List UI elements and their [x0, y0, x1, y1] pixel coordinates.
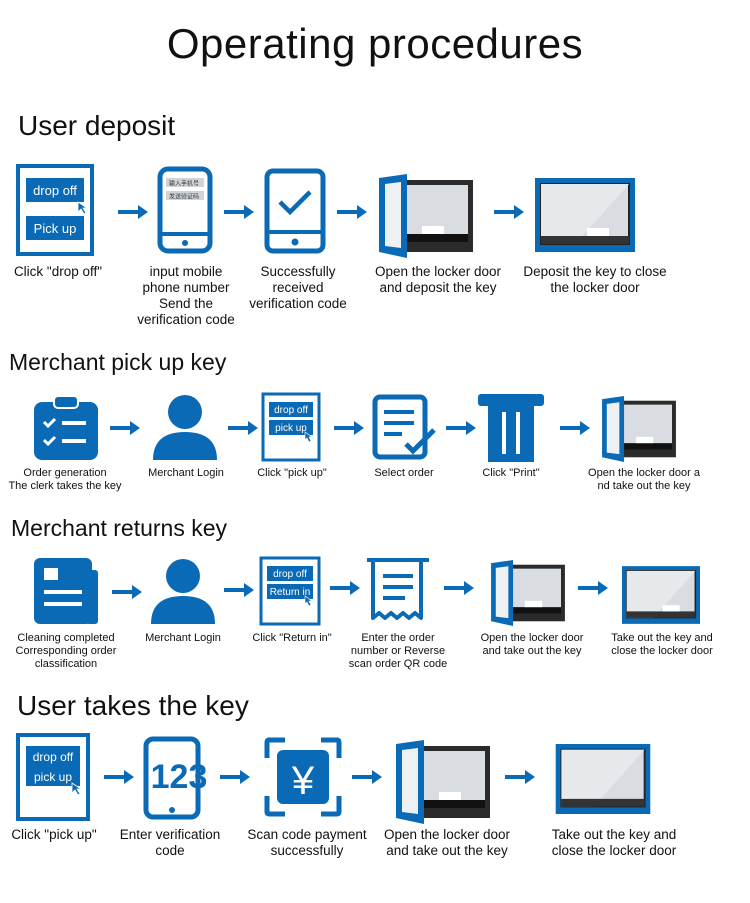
yuan-symbol: ¥: [291, 759, 315, 803]
kiosk-drop-off-pick-up-icon: drop off Pick up: [16, 164, 94, 256]
step-caption: Merchant Login: [140, 467, 232, 480]
document-check-icon: [372, 394, 438, 460]
section-title-user-deposit: User deposit: [18, 110, 175, 142]
kiosk-button-label: drop off: [33, 183, 77, 198]
open-locker-icon: [488, 560, 568, 626]
step-caption: Click "pick up": [0, 827, 108, 843]
tablet-checkmark-icon: [264, 168, 326, 254]
phone-123-icon: 123: [143, 736, 211, 820]
arrow-right-icon: [330, 581, 360, 595]
arrow-right-icon: [578, 581, 608, 595]
step-caption: Merchant Login: [137, 632, 229, 645]
arrow-right-icon: [444, 581, 474, 595]
arrow-right-icon: [352, 770, 382, 784]
kiosk-drop-off-pick-up-icon: drop off pick up: [16, 733, 90, 821]
scan-yuan-icon: ¥: [263, 736, 343, 818]
user-icon: [151, 394, 219, 462]
step-caption: Click "Print": [462, 467, 560, 480]
step-caption: Click "pick up": [242, 467, 342, 480]
arrow-right-icon: [112, 585, 142, 599]
kiosk-drop-off-return-in-icon: drop off Return in: [259, 556, 321, 626]
step-caption: input mobile phone number Send the verif…: [125, 264, 247, 328]
kiosk-button-label: Pick up: [34, 221, 77, 236]
open-locker-icon: [394, 740, 492, 824]
kiosk-button-label: drop off: [33, 750, 74, 764]
receipt-icon: [365, 558, 431, 626]
closed-locker-icon: [535, 178, 635, 252]
step-caption: Open the locker door and deposit the key: [363, 264, 513, 296]
arrow-right-icon: [494, 205, 524, 219]
kiosk-button-label: drop off: [274, 405, 308, 416]
clipboard-checklist-icon: [32, 394, 100, 462]
mobile-phone-form-icon: 输入手机号 发送验证码: [157, 166, 213, 254]
arrow-right-icon: [224, 205, 254, 219]
step-caption: Click "drop off": [0, 264, 116, 280]
open-locker-icon: [599, 396, 679, 462]
step-caption: Click "Return in": [240, 632, 344, 645]
arrow-right-icon: [337, 205, 367, 219]
phone-field-label: 发送验证码: [169, 193, 199, 201]
arrow-right-icon: [560, 421, 590, 435]
arrow-right-icon: [505, 770, 535, 784]
kiosk-drop-off-pick-up-icon: drop off pick up: [261, 392, 321, 462]
kiosk-button-label: pick up: [34, 770, 72, 784]
step-caption: Cleaning completed Corresponding order c…: [6, 632, 126, 671]
arrow-right-icon: [224, 583, 254, 597]
section-title-merchant-pick-up: Merchant pick up key: [9, 349, 226, 376]
step-caption: Scan code payment successfully: [240, 827, 374, 859]
step-caption: Deposit the key to close the locker door: [510, 264, 680, 296]
arrow-right-icon: [118, 205, 148, 219]
kiosk-button-label: pick up: [275, 423, 307, 434]
kiosk-button-label: Return in: [270, 587, 311, 598]
page-title: Operating procedures: [0, 20, 750, 68]
step-caption: Enter the order number or Reverse scan o…: [346, 632, 450, 671]
step-caption: Take out the key and close the locker do…: [600, 632, 724, 658]
step-caption: Select order: [358, 467, 450, 480]
kiosk-button-label: drop off: [273, 569, 307, 580]
step-caption: Order generation The clerk takes the key: [0, 467, 130, 493]
printer-receipt-icon: [476, 392, 546, 464]
step-caption: Enter verification code: [108, 827, 232, 859]
arrow-right-icon: [446, 421, 476, 435]
step-caption: Open the locker door and take out the ke…: [374, 827, 520, 859]
section-title-user-takes-key: User takes the key: [17, 690, 249, 722]
open-locker-icon: [377, 174, 475, 258]
arrow-right-icon: [220, 770, 250, 784]
arrow-right-icon: [228, 421, 258, 435]
phone-digits: 123: [151, 758, 208, 796]
section-title-merchant-returns: Merchant returns key: [11, 515, 227, 542]
phone-field-label: 输入手机号: [169, 180, 199, 188]
step-caption: Open the locker door and take out the ke…: [470, 632, 594, 658]
arrow-right-icon: [104, 770, 134, 784]
closed-locker-icon: [622, 566, 700, 624]
step-caption: Take out the key and close the locker do…: [534, 827, 694, 859]
step-caption: Successfully received verification code: [236, 264, 360, 312]
arrow-right-icon: [334, 421, 364, 435]
step-caption: Open the locker door a nd take out the k…: [582, 467, 706, 493]
closed-locker-empty-icon: [555, 744, 651, 814]
document-list-icon: [32, 556, 102, 626]
user-icon: [149, 558, 217, 626]
arrow-right-icon: [110, 421, 140, 435]
